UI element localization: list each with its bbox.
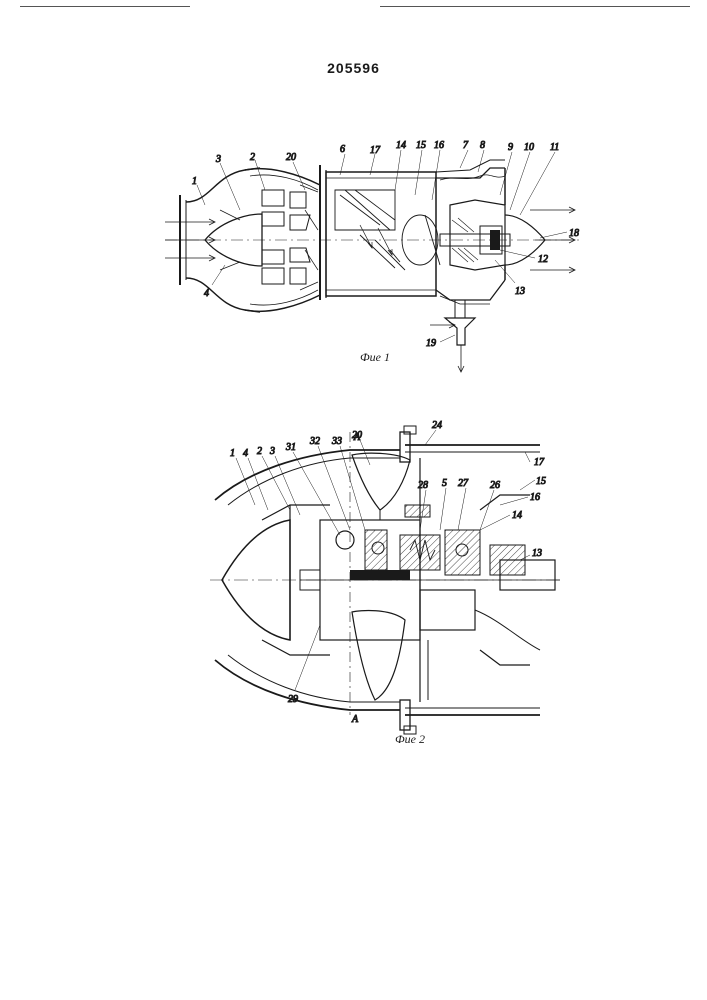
fig2-label-4: 4 xyxy=(243,448,248,459)
fig2-label-31: 31 xyxy=(285,442,296,453)
section-mark-top: A xyxy=(353,432,361,443)
fig2-label-5: 5 xyxy=(442,478,447,489)
fig2-label-28: 28 xyxy=(418,480,428,491)
fig2-label-17: 17 xyxy=(534,457,545,468)
fig2-label-24: 24 xyxy=(432,420,442,431)
fig2-label-26: 26 xyxy=(490,480,500,491)
section-mark-bottom: A xyxy=(351,714,359,725)
fig2-label-33: 33 xyxy=(331,436,342,447)
fig2-label-27: 27 xyxy=(458,478,469,489)
fig2-label-2: 2 xyxy=(257,446,262,457)
fig2-label-1: 1 xyxy=(230,448,235,459)
figure-2-caption: Фие 2 xyxy=(395,732,425,747)
fig2-label-15: 15 xyxy=(536,476,546,487)
fig2-label-16: 16 xyxy=(530,492,540,503)
fig2-label-32: 32 xyxy=(309,436,320,447)
fig2-label-29: 29 xyxy=(288,694,298,705)
fig2-label-14: 14 xyxy=(512,510,522,521)
fig2-label-3: 3 xyxy=(269,446,275,457)
fig2-label-13: 13 xyxy=(532,548,542,559)
